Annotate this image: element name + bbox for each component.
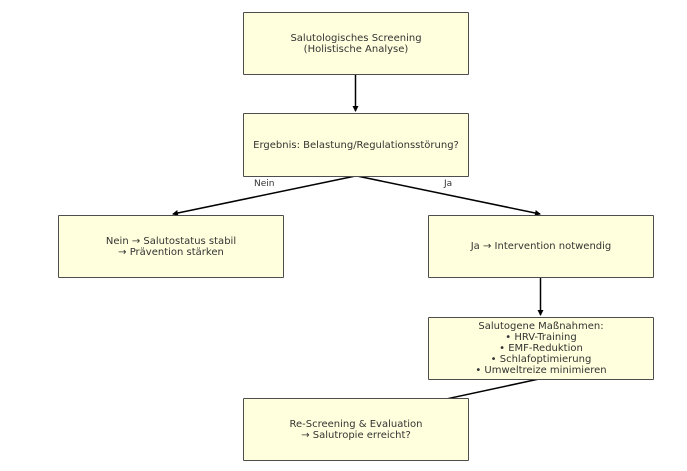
node-label: Nein → Salutostatus stabil → Prävention …	[105, 235, 237, 258]
node-label: Salutologisches Screening (Holistische A…	[290, 32, 422, 55]
arrow-result-to-nein	[172, 175, 356, 216]
node-intervention-needed: Ja → Intervention notwendig	[428, 215, 654, 278]
node-label: Ergebnis: Belastung/Regulationsstörung?	[253, 139, 459, 151]
arrow-result-to-ja	[356, 175, 541, 216]
node-label: Ja → Intervention notwendig	[470, 241, 612, 252]
node-label: Salutogene Maßnahmen: • HRV-Training • E…	[475, 321, 607, 376]
edge-label-nein: Nein	[254, 179, 275, 189]
node-label: Re-Screening & Evaluation → Salutropie e…	[289, 418, 423, 441]
node-status-stable: Nein → Salutostatus stabil → Prävention …	[58, 215, 284, 278]
node-result-decision: Ergebnis: Belastung/Regulationsstörung?	[243, 113, 469, 177]
node-salutological-screening: Salutologisches Screening (Holistische A…	[243, 12, 469, 75]
edge-label-ja: Ja	[444, 179, 453, 189]
node-rescreening-evaluation: Re-Screening & Evaluation → Salutropie e…	[243, 398, 469, 461]
node-salutogenic-measures: Salutogene Maßnahmen: • HRV-Training • E…	[428, 317, 654, 380]
